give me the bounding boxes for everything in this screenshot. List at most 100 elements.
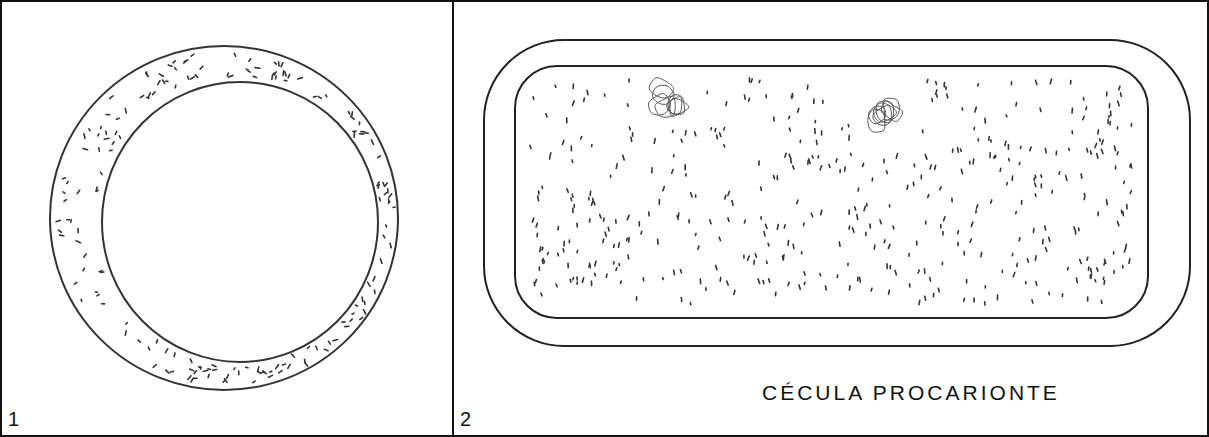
dot bbox=[307, 346, 309, 348]
dot bbox=[728, 191, 730, 195]
dot bbox=[567, 189, 568, 192]
dot bbox=[348, 112, 349, 115]
dot bbox=[588, 197, 590, 199]
dot bbox=[173, 61, 175, 63]
dot bbox=[888, 290, 890, 294]
dot bbox=[980, 253, 982, 257]
dot bbox=[841, 128, 843, 130]
dot bbox=[849, 286, 851, 290]
dot bbox=[138, 340, 140, 342]
dot bbox=[790, 159, 792, 163]
dot bbox=[1033, 228, 1035, 232]
dot bbox=[569, 279, 571, 282]
dot bbox=[188, 376, 191, 380]
dot bbox=[1101, 149, 1103, 153]
dot bbox=[763, 232, 766, 236]
dot bbox=[1087, 297, 1089, 301]
dna-scribble bbox=[881, 101, 902, 121]
dot bbox=[255, 67, 260, 69]
dot bbox=[632, 133, 634, 136]
dot bbox=[1020, 147, 1022, 149]
dot bbox=[719, 278, 721, 282]
dot bbox=[77, 229, 79, 233]
dot bbox=[857, 277, 859, 280]
dot bbox=[1106, 92, 1108, 96]
dot bbox=[681, 297, 683, 301]
dot bbox=[820, 166, 822, 170]
dot bbox=[819, 274, 821, 276]
dot bbox=[1086, 257, 1088, 260]
dot bbox=[258, 371, 261, 373]
dot bbox=[360, 317, 363, 319]
dot bbox=[856, 215, 858, 220]
dot bbox=[353, 132, 355, 137]
dot bbox=[1066, 176, 1067, 181]
dot bbox=[936, 95, 938, 97]
dot bbox=[628, 238, 630, 243]
dot bbox=[572, 208, 574, 212]
dot bbox=[1040, 184, 1042, 188]
dot bbox=[591, 202, 592, 206]
dot bbox=[918, 270, 919, 273]
dot bbox=[1090, 268, 1093, 272]
dot bbox=[173, 353, 176, 357]
dot bbox=[234, 53, 235, 56]
dot bbox=[576, 223, 578, 227]
dot bbox=[146, 72, 149, 75]
dot bbox=[98, 148, 100, 151]
dot bbox=[1101, 300, 1103, 303]
dot bbox=[925, 155, 927, 160]
dot bbox=[190, 359, 192, 363]
dot bbox=[190, 369, 194, 371]
dot bbox=[1011, 176, 1013, 180]
dot bbox=[557, 227, 559, 230]
dot bbox=[1117, 127, 1119, 129]
dot bbox=[848, 210, 850, 214]
dot bbox=[727, 281, 728, 285]
dot bbox=[753, 261, 755, 265]
dot bbox=[191, 54, 194, 56]
dot bbox=[364, 132, 368, 134]
dot bbox=[680, 139, 683, 142]
dot bbox=[963, 251, 965, 254]
dot bbox=[615, 220, 617, 223]
dot bbox=[191, 77, 195, 79]
dot bbox=[567, 263, 569, 267]
dot bbox=[844, 167, 846, 171]
dot bbox=[672, 169, 673, 173]
dot bbox=[393, 206, 395, 208]
dot bbox=[110, 96, 113, 99]
dot bbox=[208, 374, 209, 377]
dot bbox=[888, 244, 890, 248]
dot bbox=[1125, 244, 1127, 247]
dot bbox=[538, 191, 540, 194]
dot bbox=[316, 346, 317, 349]
dot bbox=[732, 201, 733, 206]
dot bbox=[839, 170, 841, 173]
dot bbox=[63, 192, 65, 193]
dot bbox=[380, 259, 382, 264]
dot bbox=[1083, 197, 1085, 200]
dot bbox=[345, 325, 349, 327]
dot bbox=[1036, 80, 1037, 84]
dna-scribble bbox=[648, 94, 670, 116]
dot bbox=[835, 159, 837, 162]
dot bbox=[684, 165, 686, 170]
dot bbox=[857, 188, 859, 191]
dot bbox=[298, 78, 303, 79]
dot bbox=[792, 244, 794, 248]
dot bbox=[724, 195, 727, 199]
dot bbox=[760, 187, 762, 190]
dot bbox=[880, 220, 881, 224]
dot bbox=[695, 233, 697, 235]
inner-outline bbox=[102, 82, 378, 362]
dot bbox=[657, 239, 659, 244]
dot bbox=[275, 62, 277, 64]
dot bbox=[97, 295, 99, 296]
dot bbox=[816, 140, 818, 144]
dot bbox=[64, 200, 66, 202]
dot bbox=[95, 291, 97, 293]
dot bbox=[576, 282, 578, 284]
dot bbox=[543, 258, 544, 262]
dot bbox=[1011, 254, 1013, 256]
